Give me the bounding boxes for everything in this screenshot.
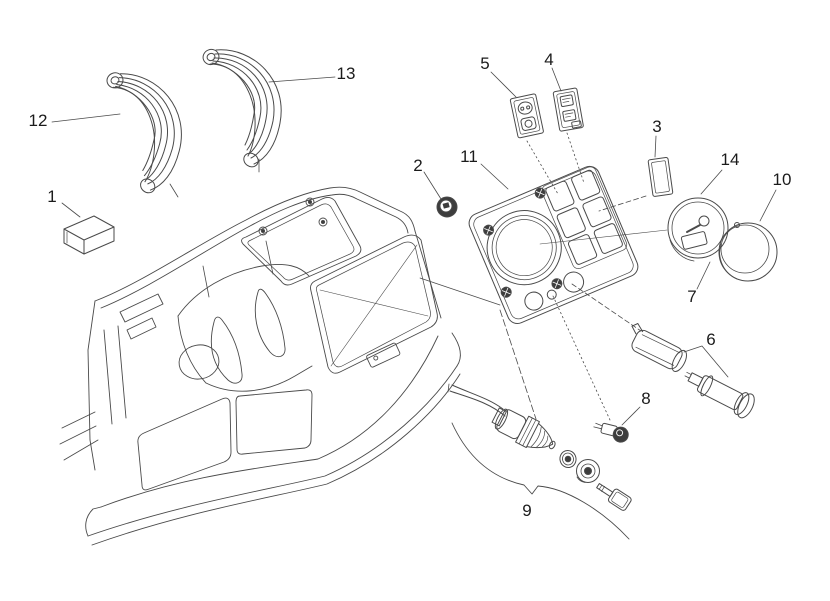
leader-7: [696, 261, 711, 290]
leader-1: [61, 202, 81, 218]
part-label-6: 6: [706, 330, 716, 349]
socket-hole: [524, 291, 544, 311]
part-label-12: 12: [28, 111, 48, 130]
part-label-4: 4: [544, 50, 554, 69]
gauge-needle-hub: [698, 215, 710, 227]
ring-nut: [576, 459, 600, 483]
key: [596, 483, 632, 511]
callout-leaders: [51, 67, 777, 426]
leader-3: [654, 135, 657, 158]
part-label-1: 1: [47, 187, 57, 206]
switch-openings: [545, 169, 623, 265]
part-label-7: 7: [687, 287, 697, 306]
gauge-needle: [686, 224, 701, 233]
part-label-13: 13: [336, 64, 356, 83]
leader-11: [480, 163, 509, 190]
leader-14: [700, 169, 723, 195]
vent-pod-right: [254, 288, 286, 358]
leader-4: [551, 67, 562, 92]
small-hole: [546, 289, 557, 300]
part-label-3: 3: [652, 117, 662, 136]
ignition-switch: [447, 383, 556, 450]
instrument-panel-bezel: [468, 165, 639, 325]
latch-plate: [366, 342, 401, 368]
column-hole: [178, 344, 220, 380]
part-label-11: 11: [460, 147, 478, 166]
gauge: [667, 197, 729, 262]
leader-5: [490, 71, 517, 98]
rocker-switch-4: [552, 87, 584, 132]
leader-6: [683, 345, 729, 378]
leader-10: [759, 189, 777, 222]
switch-blank: [647, 156, 674, 197]
panel-screw: [483, 187, 563, 298]
elbow-connector: [593, 422, 629, 443]
power-socket: [684, 371, 755, 419]
mount-clip: [258, 197, 328, 236]
part-label-2: 2: [413, 156, 423, 175]
group-bracket-9: [451, 422, 630, 540]
storage-tray: [241, 196, 362, 286]
leader-12: [51, 113, 121, 123]
rocker-switch-5: [509, 93, 544, 139]
grab-handle-right: [200, 46, 282, 171]
socket-sleeve: [631, 323, 687, 372]
gauge-opening: [486, 210, 562, 286]
lighter-hole: [563, 271, 585, 293]
lower-opening-right: [235, 389, 313, 455]
part-label-9: 9: [522, 501, 532, 520]
assembly-lines: [499, 132, 668, 421]
leader-2: [423, 171, 442, 200]
grab-handle-left: [96, 69, 187, 199]
leader-13: [268, 76, 336, 83]
part-label-10: 10: [772, 170, 792, 189]
dashboard-body: [59, 158, 501, 546]
instrument-recess: [310, 234, 438, 374]
lower-opening-left: [137, 397, 232, 491]
part-label-14: 14: [720, 150, 740, 169]
washer: [559, 450, 577, 468]
leader-8: [621, 406, 641, 426]
hex-nut: [436, 196, 458, 218]
part-label-5: 5: [480, 54, 490, 73]
blanking-plug: [63, 215, 115, 255]
part-label-8: 8: [641, 389, 651, 408]
bezel-ring: [718, 222, 778, 282]
vent-pod-left: [210, 316, 243, 384]
